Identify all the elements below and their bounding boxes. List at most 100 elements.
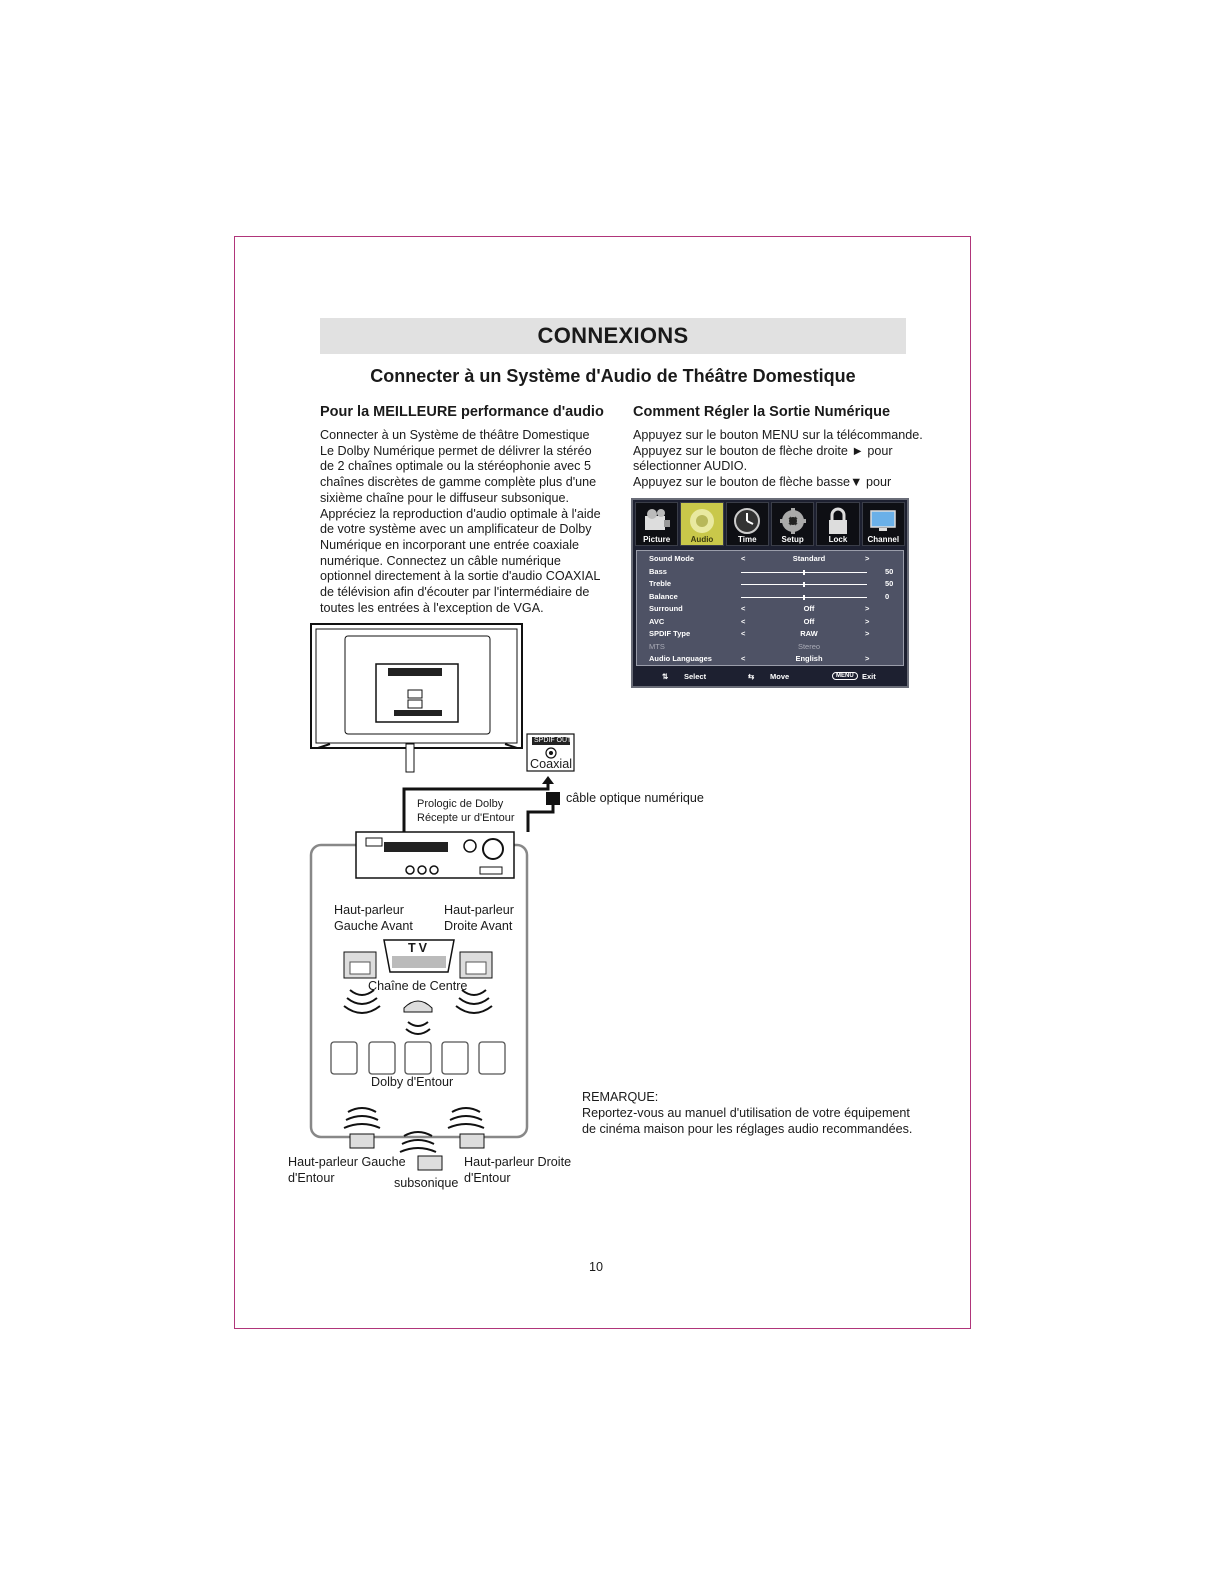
speaker-icon — [689, 509, 714, 533]
tab-label: Audio — [690, 535, 714, 544]
row-name: Treble — [649, 579, 672, 588]
optical-cable-label: câble optique numérique — [566, 791, 704, 805]
menu-panel: Sound Mode < Standard > Bass 50 Treble 5… — [636, 550, 904, 666]
right-line: Appuyez sur le bouton de flèche droite ►… — [633, 443, 893, 458]
front-right-label-line1: Haut-parleur — [444, 903, 514, 917]
left-line: de télévision afin d'écouter par l'inter… — [320, 585, 590, 600]
note-line2: de cinéma maison pour les réglages audio… — [582, 1122, 913, 1136]
menu-row-surround[interactable]: Surround < Off > — [649, 604, 895, 616]
menu-row-treble[interactable]: Treble 50 — [649, 579, 895, 591]
menu-row-sound-mode[interactable]: Sound Mode < Standard > — [649, 554, 895, 566]
tab-lock[interactable]: Lock — [816, 502, 860, 546]
left-line: numérique. Connectez un câble numérique — [320, 553, 561, 568]
arrow-left-icon: < — [741, 654, 746, 663]
coaxial-label: Coaxial — [530, 757, 572, 771]
rear-right-label-line2: d'Entour — [464, 1171, 511, 1185]
subwoofer-label: subsonique — [394, 1176, 459, 1190]
left-line: toutes les entrées à l'exception de VGA. — [320, 600, 544, 615]
arrow-right-icon: > — [865, 554, 870, 563]
tab-audio[interactable]: Audio — [680, 502, 724, 546]
sound-wave-icon — [343, 989, 493, 1014]
front-left-speaker-icon — [343, 951, 377, 979]
center-speaker-icon — [403, 1000, 433, 1035]
note-title: REMARQUE: — [582, 1090, 659, 1104]
row-value: Off — [803, 616, 815, 626]
left-right-keys-icon: ⇆ — [748, 672, 755, 681]
tab-label: Time — [738, 535, 757, 544]
menu-row-avc[interactable]: AVC < Off > — [649, 617, 895, 629]
rear-right-label-line1: Haut-parleur Droite — [464, 1155, 572, 1169]
rear-left-label-line1: Haut-parleur Gauche — [288, 1155, 406, 1169]
row-value: Off — [803, 604, 815, 613]
arrow-left-icon: < — [741, 554, 746, 563]
tab-picture[interactable]: Picture — [635, 502, 679, 546]
tab-channel[interactable]: Channel — [861, 502, 905, 546]
left-line: Numérique en incorporant une entrée coax… — [320, 537, 580, 552]
row-value: 50 — [885, 579, 894, 588]
row-name: Balance — [649, 591, 678, 601]
rear-left-speaker-icon — [349, 1133, 375, 1149]
row-value: 0 — [885, 591, 890, 601]
front-right-speaker-icon — [459, 951, 493, 979]
arrow-right-icon: > — [865, 604, 870, 613]
row-name: Bass — [649, 566, 667, 576]
arrow-left-icon: < — [741, 604, 746, 613]
row-name: Audio Languages — [649, 654, 712, 663]
footer-move: Move — [770, 672, 790, 681]
menu-footer: ⇅ Select ⇆ Move MENU Exit — [636, 669, 904, 685]
optical-connector-icon — [546, 792, 560, 805]
tab-label: Channel — [867, 535, 900, 544]
spdif-label-bg — [532, 737, 570, 745]
tv-front-illustration — [383, 939, 455, 973]
slider-knob[interactable] — [803, 582, 805, 587]
row-name: Surround — [649, 604, 683, 613]
right-line: Appuyez sur le bouton MENU sur la téléco… — [633, 428, 923, 442]
left-line: sixième chaîne pour le diffuseur subsoni… — [320, 490, 569, 505]
left-paragraph: Connecter à un Système de théâtre Domest… — [320, 428, 601, 616]
gear-icon — [779, 508, 806, 534]
front-right-label-line2: Droite Avant — [444, 919, 513, 933]
left-line: de votre système avec un amplificateur d… — [320, 522, 592, 537]
rear-sound-wave-icon — [343, 1107, 485, 1153]
right-heading: Comment Régler la Sortie Numérique — [633, 404, 891, 420]
tab-setup[interactable]: Setup — [770, 502, 815, 546]
receiver-label-line1: Prologic de Dolby — [417, 798, 504, 810]
menu-row-bass[interactable]: Bass 50 — [649, 567, 895, 579]
audio-menu-screenshot: Picture Audio Time Setup Lock Channel So… — [631, 498, 909, 688]
slider-knob[interactable] — [803, 594, 805, 600]
center-channel-label: Chaîne de Centre — [368, 979, 468, 993]
slider-knob[interactable] — [803, 569, 805, 575]
row-value: English — [795, 654, 823, 663]
receiver-label-line2: Récepte ur d'Entour — [417, 812, 515, 824]
right-line: Appuyez sur le bouton de flèche basse▼ p… — [633, 475, 892, 490]
menu-tab-bar: Picture Audio Time Setup Lock Channel — [635, 502, 905, 546]
menu-row-audio-languages[interactable]: Audio Languages < English > — [649, 654, 895, 666]
menu-row-spdif-type[interactable]: SPDIF Type < RAW > — [649, 629, 895, 641]
up-down-keys-icon: ⇅ — [662, 672, 669, 681]
spdif-out-label: SPDIF OUT — [534, 737, 572, 744]
subwoofer-icon — [417, 1155, 443, 1171]
tab-label: Picture — [643, 535, 671, 544]
optical-cable-line — [402, 781, 550, 832]
row-name: MTS — [649, 641, 665, 651]
row-value: Standard — [792, 554, 826, 563]
arrow-left-icon: < — [741, 629, 746, 638]
menu-row-balance[interactable]: Balance 0 — [649, 592, 895, 604]
menu-row-mts: MTS Stereo — [649, 642, 895, 654]
clock-icon — [734, 508, 761, 534]
lock-icon — [828, 507, 847, 534]
page-subtitle: Connecter à un Système d'Audio de Théâtr… — [370, 366, 856, 386]
tab-time[interactable]: Time — [725, 502, 769, 546]
left-line: de 2 chaînes optimale ou la stéréophonie… — [320, 459, 591, 474]
page-frame — [234, 236, 971, 1329]
row-value: 50 — [885, 566, 894, 576]
note-line1: Reportez-vous au manuel d'utilisation de… — [582, 1106, 910, 1120]
left-heading: Pour la MEILLEURE performance d'audio — [320, 404, 604, 420]
left-line: chaînes discrètes de gamme complète plus… — [320, 475, 597, 490]
tab-label: Lock — [828, 535, 848, 544]
arrow-left-icon: < — [741, 616, 746, 626]
arrow-right-icon: > — [865, 654, 870, 663]
arrow-right-icon: > — [865, 629, 870, 638]
tv-label: TV — [407, 941, 431, 955]
